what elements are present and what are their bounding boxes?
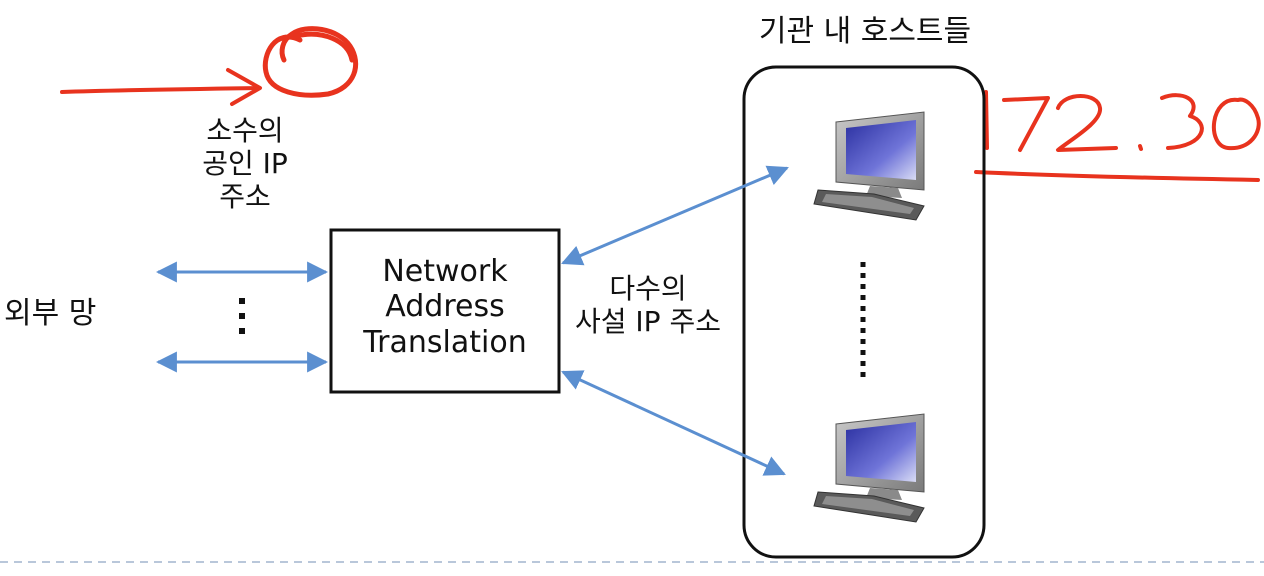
private-arrow-bottom: [561, 370, 786, 476]
handwritten-circle: [262, 26, 359, 98]
nat-line-1: Network: [382, 254, 508, 289]
handwritten-ip-annotation: [974, 90, 1261, 182]
nat-box: [329, 228, 561, 394]
external-network-label: 외부 망: [4, 296, 97, 331]
external-ellipsis: [239, 298, 245, 334]
hosts-title: 기관 내 호스트들: [758, 14, 972, 49]
desktop-computer-icon: [813, 413, 925, 523]
nat-line-3: Translation: [363, 324, 527, 360]
private-ip-line-2: 사설 IP 주소: [575, 305, 721, 339]
hosts-group-box: [742, 65, 986, 559]
nat-label: Network Address Translation: [331, 254, 559, 360]
desktop-computer-icon: [813, 111, 925, 221]
handwritten-arrow: [60, 68, 262, 106]
nat-line-2: Address: [385, 289, 505, 325]
public-ip-line-3: 주소: [219, 180, 271, 214]
private-ip-line-1: 다수의: [609, 272, 687, 305]
private-arrow-top: [561, 165, 789, 266]
public-ip-line-1: 소수의: [206, 114, 284, 147]
public-ip-line-2: 공인 IP: [202, 147, 288, 181]
private-ip-label: 다수의 사설 IP 주소: [556, 272, 740, 338]
public-ip-label: 소수의 공인 IP 주소: [162, 114, 328, 213]
